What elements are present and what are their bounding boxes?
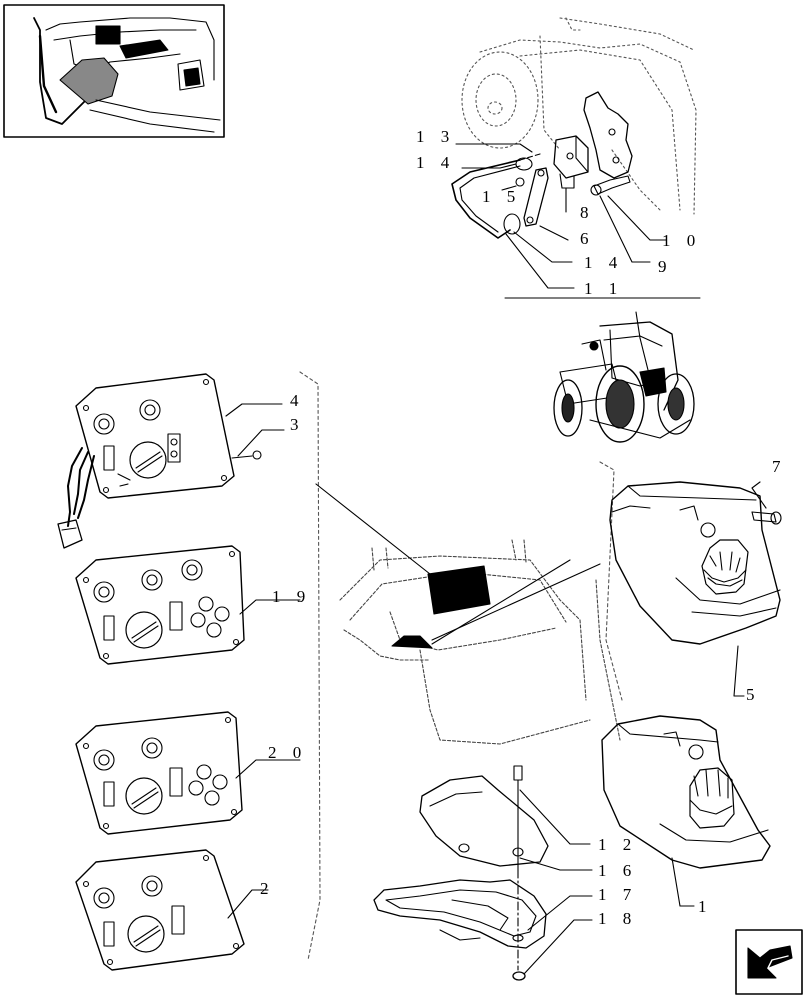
callout-13: 1 3 — [416, 127, 456, 146]
callout-4: 4 — [290, 391, 305, 410]
callout-2: 2 — [260, 879, 275, 898]
callout-12: 1 2 — [598, 835, 638, 854]
callout-11: 1 1 — [584, 279, 624, 298]
cab-interior — [299, 371, 623, 961]
callout-6: 6 — [580, 229, 595, 248]
cab-thumbnail — [3, 4, 225, 138]
callout-7: 7 — [772, 457, 787, 476]
next-page-arrow-icon[interactable] — [735, 929, 803, 995]
control-panel-2 — [75, 849, 269, 971]
callout-1: 1 — [698, 897, 713, 916]
mirror-bracket-assembly — [451, 17, 701, 299]
callout-5: 5 — [746, 685, 761, 704]
callout-19: 1 9 — [272, 587, 312, 606]
callout-14-bottom: 1 4 — [584, 253, 624, 272]
callout-16: 1 6 — [598, 861, 638, 880]
tractor-overview — [553, 311, 695, 443]
callout-18: 1 8 — [598, 909, 638, 928]
mirror-bracket-lower — [373, 765, 593, 981]
callout-3: 3 — [290, 415, 305, 434]
callout-20: 2 0 — [268, 743, 308, 762]
control-panel-4 — [57, 373, 285, 549]
cover-5 — [609, 481, 782, 697]
cover-1 — [601, 715, 771, 907]
callout-17: 1 7 — [598, 885, 638, 904]
callout-8: 8 — [580, 203, 595, 222]
callout-9: 9 — [658, 257, 673, 276]
callout-15: 1 5 — [482, 187, 522, 206]
callout-10: 1 0 — [662, 231, 702, 250]
control-panel-19 — [75, 545, 301, 665]
callout-14-top: 1 4 — [416, 153, 456, 172]
control-panel-20 — [75, 711, 301, 835]
